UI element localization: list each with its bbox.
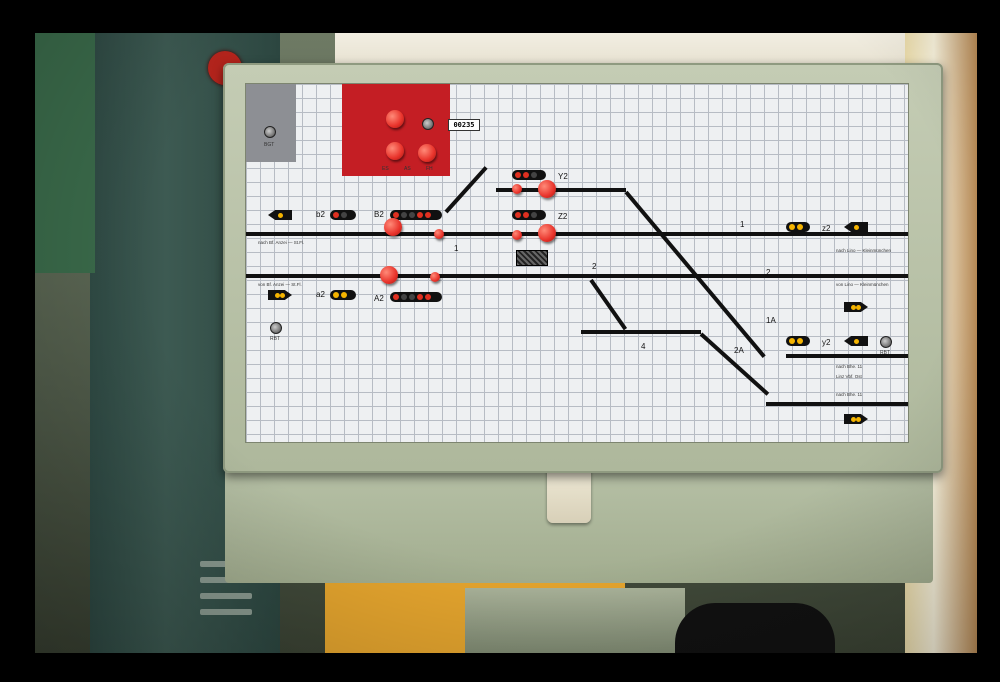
axle-counter-display: 00235 bbox=[448, 119, 480, 131]
track-1A bbox=[786, 354, 908, 358]
track-label-2: 2 bbox=[592, 262, 597, 271]
destination-left-top: nach Bf. Anzei — St.Fl. bbox=[258, 240, 305, 245]
signal-label-z2: z2 bbox=[822, 224, 831, 233]
vent-slot bbox=[200, 609, 252, 615]
signal-label-Z2: Z2 bbox=[558, 212, 568, 221]
red-knob-2[interactable] bbox=[386, 142, 404, 160]
signal-z2[interactable] bbox=[786, 222, 810, 232]
signal-arrow-left-top[interactable] bbox=[268, 210, 292, 220]
signal-label-b2: b2 bbox=[316, 210, 325, 219]
signal-arrow-right-bottom[interactable] bbox=[844, 414, 868, 424]
signal-b2[interactable] bbox=[330, 210, 356, 220]
signal-B2[interactable] bbox=[390, 210, 442, 220]
red-block-label-3: FH bbox=[426, 166, 433, 172]
right-key-switch[interactable] bbox=[880, 336, 892, 348]
signal-a2[interactable] bbox=[330, 290, 356, 300]
point-button-4[interactable] bbox=[512, 230, 522, 240]
track-crossover-left bbox=[444, 166, 488, 214]
signal-arrow-right-mid[interactable] bbox=[844, 302, 868, 312]
signal-label-Y2: Y2 bbox=[558, 172, 568, 181]
housing-latch[interactable] bbox=[547, 463, 591, 523]
grey-block-label: BGT bbox=[264, 142, 275, 148]
signal-button-Z2[interactable] bbox=[538, 224, 556, 242]
signal-Y2[interactable] bbox=[512, 170, 546, 180]
track-upper-loop bbox=[496, 188, 626, 192]
right-key-label: RBT bbox=[880, 350, 890, 356]
destination-right-mid: von Lino — Kleinmünchen bbox=[836, 282, 889, 287]
left-key-label: RBT bbox=[270, 336, 280, 342]
track-label-1A: 1A bbox=[766, 316, 776, 325]
destination-right-top: nach Lino — Kleinmünchen bbox=[836, 248, 892, 253]
point-button-1[interactable] bbox=[434, 229, 444, 239]
signal-button-B2[interactable] bbox=[384, 218, 402, 236]
grey-control-block: BGT bbox=[246, 84, 296, 162]
signal-arrow-right-y2[interactable] bbox=[844, 336, 868, 346]
red-block-key[interactable] bbox=[422, 118, 434, 130]
track-1 bbox=[246, 232, 908, 236]
red-block-label-1: ES bbox=[382, 166, 389, 172]
signal-label-A2: A2 bbox=[374, 294, 384, 303]
console-stand bbox=[465, 588, 685, 653]
red-control-block: 00235 ES AS FH bbox=[342, 84, 480, 176]
signal-button-Y2[interactable] bbox=[538, 180, 556, 198]
track-label-1: 1 bbox=[454, 244, 459, 253]
track-diagram-panel: BGT 00235 ES AS FH bbox=[245, 83, 909, 443]
grey-block-key[interactable] bbox=[264, 126, 276, 138]
track-2 bbox=[246, 274, 908, 278]
destination-left-bottom: von Bf. Anzei — St.Fl. bbox=[258, 282, 302, 287]
signal-label-a2: a2 bbox=[316, 290, 325, 299]
track-label-2A: 2A bbox=[734, 346, 744, 355]
signal-arrow-right-top[interactable] bbox=[844, 222, 868, 232]
destination-right-low1: nach Bhe. 11 bbox=[836, 364, 863, 369]
telephone-handset[interactable] bbox=[675, 603, 835, 653]
left-key-switch[interactable] bbox=[270, 322, 282, 334]
signal-Z2[interactable] bbox=[512, 210, 546, 220]
signal-arrow-left-bottom[interactable] bbox=[268, 290, 292, 300]
signal-button-A2[interactable] bbox=[380, 266, 398, 284]
vent-slot bbox=[200, 593, 252, 599]
track-4 bbox=[581, 330, 701, 334]
console-lower-housing bbox=[225, 451, 933, 583]
track-2A-diag bbox=[699, 332, 770, 396]
red-knob-3[interactable] bbox=[418, 144, 436, 162]
track-label-2-right: 2 bbox=[766, 268, 771, 277]
destination-right-low2: Linz Vbf. Ost bbox=[836, 374, 862, 379]
signal-label-y2: y2 bbox=[822, 338, 831, 347]
signal-A2[interactable] bbox=[390, 292, 442, 302]
signal-y2[interactable] bbox=[786, 336, 810, 346]
occupancy-indicator bbox=[516, 250, 548, 266]
track-label-1-right: 1 bbox=[740, 220, 745, 229]
track-label-4: 4 bbox=[641, 342, 646, 351]
destination-right-low3: nach Bhe. 11 bbox=[836, 392, 863, 397]
background-window-left bbox=[35, 33, 95, 273]
track-crossover-lower bbox=[589, 278, 628, 331]
signal-control-console: BGT 00235 ES AS FH bbox=[223, 63, 943, 473]
signal-label-B2: B2 bbox=[374, 210, 384, 219]
red-knob-1[interactable] bbox=[386, 110, 404, 128]
red-block-label-2: AS bbox=[404, 166, 411, 172]
point-button-2[interactable] bbox=[430, 272, 440, 282]
point-button-3[interactable] bbox=[512, 184, 522, 194]
track-2A bbox=[766, 402, 908, 406]
scene: BGT 00235 ES AS FH bbox=[35, 33, 977, 653]
